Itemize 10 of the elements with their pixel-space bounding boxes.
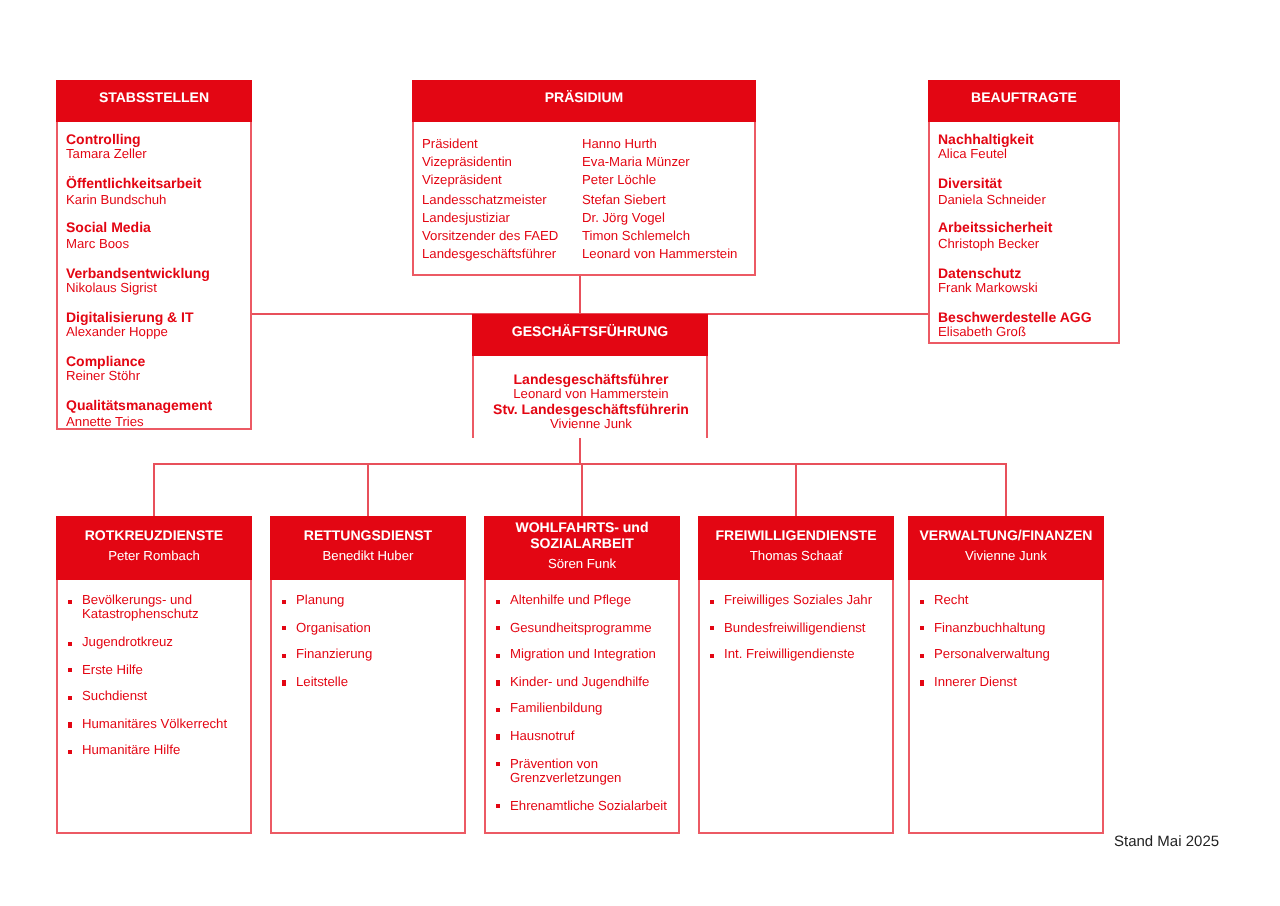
org-unit-box [56, 80, 252, 430]
connector-line [579, 437, 1007, 517]
department-box [908, 516, 1104, 834]
department-box [484, 516, 680, 834]
board-box [412, 80, 756, 276]
org-unit-box [928, 80, 1120, 344]
department-box [56, 516, 252, 834]
department-box [270, 516, 466, 834]
management-box [472, 314, 708, 438]
department-box [698, 516, 894, 834]
